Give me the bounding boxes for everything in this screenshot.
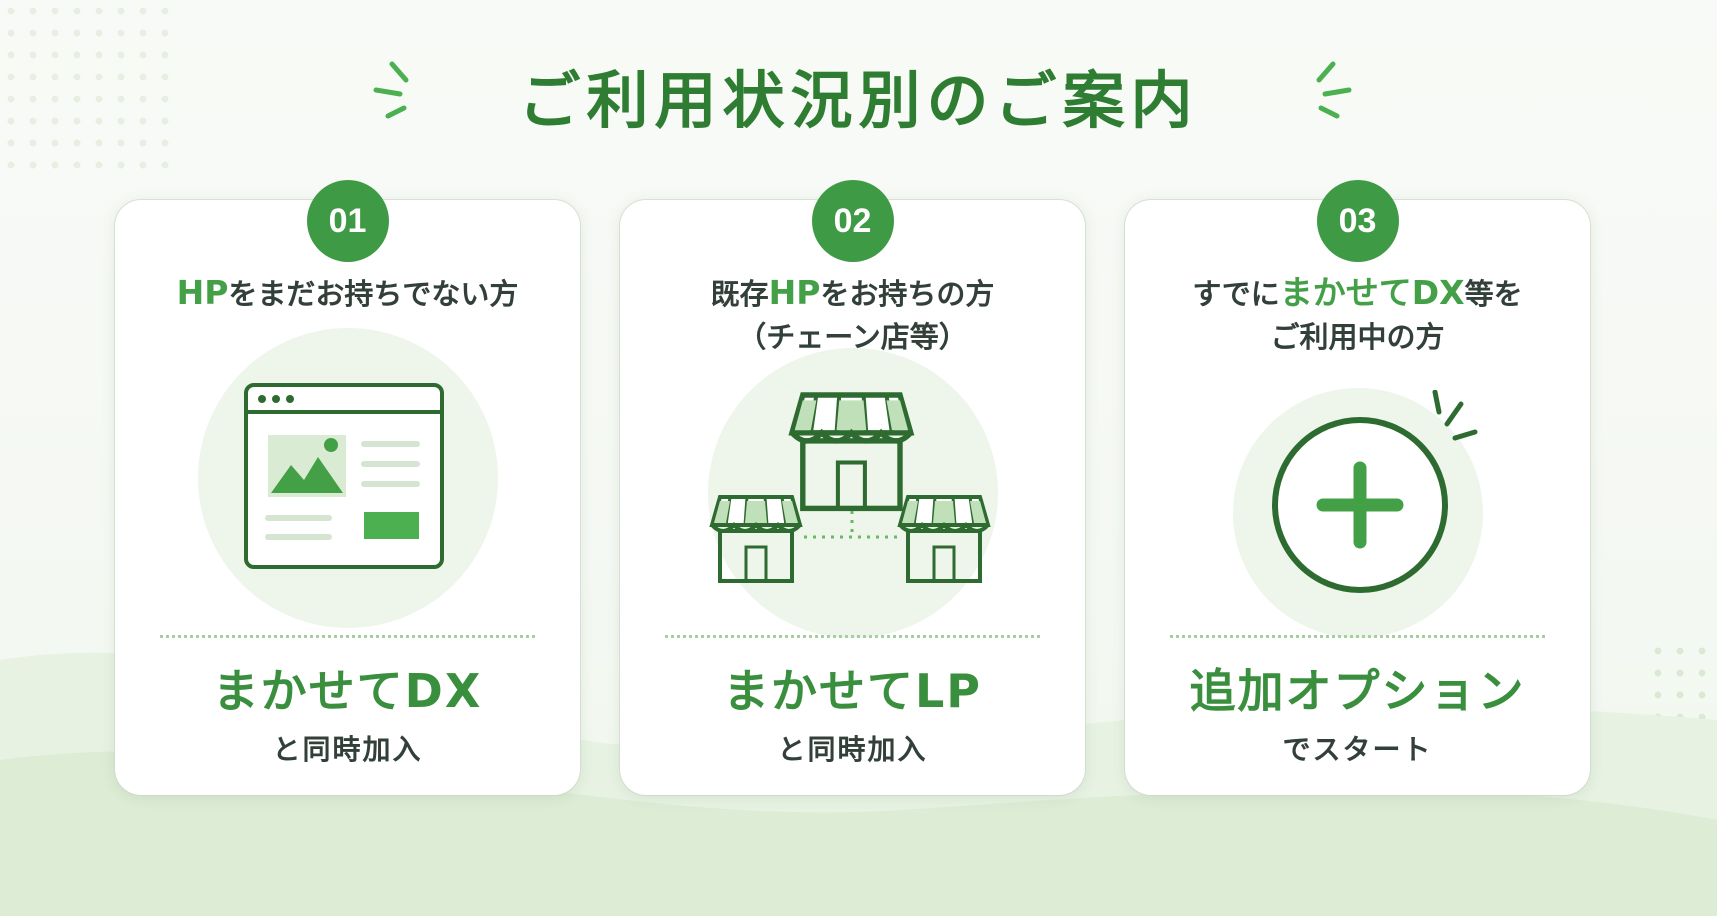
product-subtext: でスタート <box>1282 733 1433 766</box>
plus-circle-icon <box>1272 390 1478 593</box>
spark-lines-left-icon <box>373 61 409 119</box>
card-heading-line2: ご利用中の方 <box>1270 320 1445 354</box>
website-browser-icon <box>244 383 444 569</box>
card-heading: HPをまだお持ちでない方 <box>176 273 519 312</box>
product-name: まかせてDX <box>212 664 483 718</box>
option-card-new-hp: 01 HPをまだお持ちでない方 まかせてDX と同時加入 <box>115 180 580 795</box>
chain-stores-icon <box>710 385 990 583</box>
step-badge: 01 <box>306 180 389 262</box>
step-badge: 03 <box>1316 180 1399 262</box>
option-card-add-option: 03 すでにまかせてDX等を ご利用中の方 追加オプション でスタート <box>1125 180 1590 795</box>
product-subtext: と同時加入 <box>272 733 423 766</box>
spark-lines-right-icon <box>1316 61 1352 119</box>
card-heading: すでにまかせてDX等を <box>1192 273 1523 312</box>
dotted-divider <box>665 635 1040 638</box>
option-card-existing-hp: 02 既存HPをお持ちの方 （チェーン店等） まかせてLP と同時加入 <box>620 180 1085 795</box>
dotted-divider <box>160 635 535 638</box>
step-badge: 02 <box>811 180 894 262</box>
decorative-dots <box>0 0 175 175</box>
page-title: ご利用状況別のご案内 <box>518 64 1199 137</box>
product-name: 追加オプション <box>1189 664 1526 718</box>
product-subtext: と同時加入 <box>777 733 928 766</box>
dotted-divider <box>1170 635 1545 638</box>
card-heading: 既存HPをお持ちの方 <box>710 273 995 312</box>
product-name: まかせてLP <box>722 664 983 718</box>
